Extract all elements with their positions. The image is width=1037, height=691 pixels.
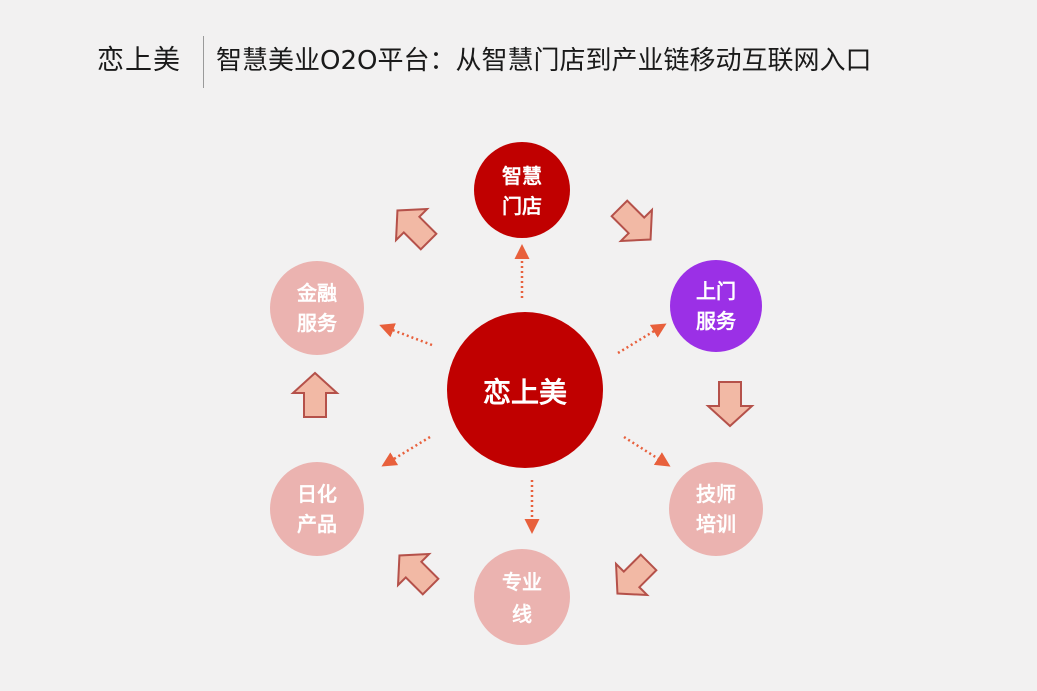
arrow-pro-line-to-daily-products: [396, 552, 440, 596]
node-home-service-line1: 上门: [696, 279, 736, 303]
connector-finance: [379, 323, 433, 347]
node-smart-store-line1: 智慧: [502, 164, 542, 188]
node-daily-products-line1: 日化: [297, 482, 337, 506]
node-pro-line-line1: 专业: [502, 570, 542, 594]
header: 恋上美 智慧美业O2O平台：从智慧门店到产业链移动互联网入口: [0, 30, 1037, 90]
cycle-arrows: [290, 199, 755, 597]
node-smart-store-line2: 门店: [502, 194, 542, 218]
center-node-label: 恋上美: [483, 376, 567, 409]
node-daily-products-line2: 产品: [297, 512, 337, 536]
connector-tech-training: [623, 435, 671, 467]
arrow-smart-store-to-home-service: [610, 199, 654, 243]
node-home-service-line2: 服务: [696, 309, 737, 333]
node-daily-products: 日化 产品: [270, 462, 364, 556]
node-finance-line1: 金融: [296, 281, 337, 305]
brand-title: 恋上美: [97, 45, 181, 76]
connector-daily-products: [381, 435, 431, 467]
arrow-tech-training-to-pro-line: [614, 553, 658, 597]
node-tech-training-line2: 培训: [696, 512, 736, 536]
header-divider: [203, 36, 204, 88]
node-tech-training-line1: 技师: [696, 482, 736, 506]
connectors: [379, 244, 671, 534]
connector-home-service: [617, 323, 667, 355]
arrow-daily-products-to-finance: [290, 371, 340, 418]
center-node: 恋上美: [447, 312, 603, 468]
node-smart-store: 智慧 门店: [474, 142, 570, 238]
arrow-finance-to-smart-store: [394, 207, 438, 251]
node-pro-line: 专业 线: [474, 549, 570, 645]
node-finance: 金融 服务: [270, 261, 364, 355]
node-finance-line2: 服务: [297, 311, 338, 335]
page-title: 智慧美业O2O平台：从智慧门店到产业链移动互联网入口: [216, 46, 872, 76]
nodes: 恋上美 智慧 门店 上门 服务 技师 培训 专业 线: [270, 142, 763, 645]
node-tech-training: 技师 培训: [669, 462, 763, 556]
arrow-home-service-to-tech-training: [705, 381, 755, 428]
node-pro-line-line2: 线: [512, 602, 532, 626]
node-home-service: 上门 服务: [670, 260, 762, 352]
